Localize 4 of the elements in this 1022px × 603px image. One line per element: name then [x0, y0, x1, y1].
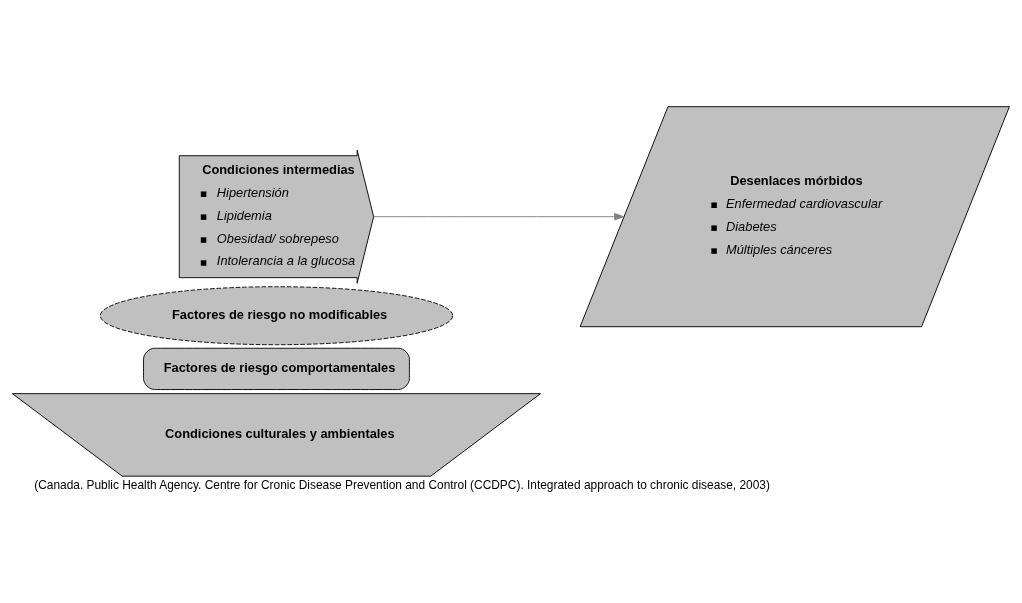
- node-ellipse: Factores de riesgo no modificables: [99, 286, 454, 346]
- arrow: [373, 213, 625, 221]
- caption: (Canada. Public Health Agency. Centre for Cronic Disease Prevention and Control (CCDPC). Integrated approach to chronic disease, 2003): [34, 478, 770, 493]
- node-box: Factores de riesgo comportamentales: [143, 347, 410, 390]
